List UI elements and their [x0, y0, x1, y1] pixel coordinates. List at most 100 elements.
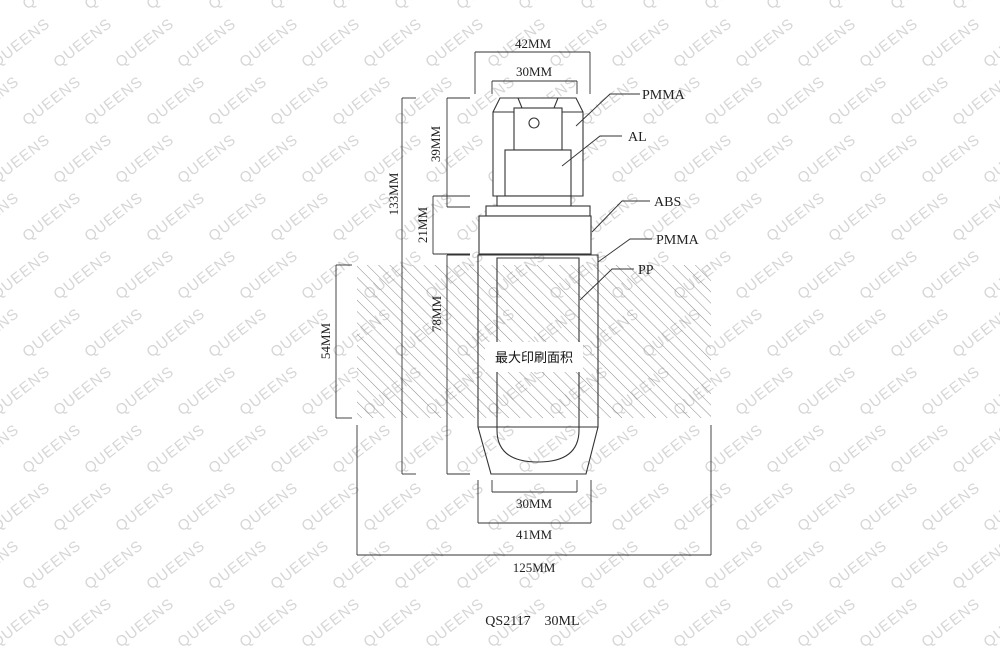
watermark-text: QUEENS: [825, 537, 890, 593]
dim-print-width: 125MM: [513, 560, 556, 575]
watermark-text: QUEENS: [174, 595, 239, 651]
watermark-text: QUEENS: [50, 131, 115, 187]
watermark-text: QUEENS: [825, 305, 890, 361]
watermark-text: QUEENS: [825, 189, 890, 245]
watermark-text: QUEENS: [174, 479, 239, 535]
watermark-text: QUEENS: [949, 73, 1000, 129]
dim-cap-height: 39MM: [428, 126, 443, 163]
watermark-text: QUEENS: [81, 0, 146, 13]
watermark-text: QUEENS: [329, 0, 394, 13]
watermark-text: QUEENS: [794, 595, 859, 651]
dim-top-inner-width: 30MM: [516, 64, 553, 79]
watermark-text: QUEENS: [236, 479, 301, 535]
watermark-text: QUEENS: [19, 537, 84, 593]
watermark-text: QUEENS: [453, 0, 518, 13]
watermark-text: QUEENS: [50, 15, 115, 71]
watermark-text: QUEENS: [0, 421, 22, 477]
watermark-text: QUEENS: [763, 421, 828, 477]
watermark-text: QUEENS: [112, 131, 177, 187]
watermark-text: QUEENS: [143, 0, 208, 13]
watermark-text: QUEENS: [639, 0, 704, 13]
watermark-text: QUEENS: [732, 363, 797, 419]
caption-capacity: 30ML: [545, 614, 580, 629]
watermark-text: QUEENS: [112, 595, 177, 651]
watermark-text: QUEENS: [887, 189, 952, 245]
watermark-text: QUEENS: [112, 479, 177, 535]
watermark-text: QUEENS: [329, 73, 394, 129]
watermark-text: QUEENS: [298, 247, 363, 303]
dim-collar-height: 21MM: [415, 207, 430, 244]
watermark-text: QUEENS: [81, 421, 146, 477]
material-body-outer: PMMA: [656, 233, 700, 248]
watermark-text: QUEENS: [701, 0, 766, 13]
watermark-text: QUEENS: [732, 479, 797, 535]
watermark-text: QUEENS: [236, 595, 301, 651]
watermark-text: QUEENS: [205, 305, 270, 361]
watermark-text: QUEENS: [887, 73, 952, 129]
watermark-text: QUEENS: [856, 15, 921, 71]
watermark-text: QUEENS: [732, 15, 797, 71]
watermark-text: QUEENS: [980, 479, 1000, 535]
watermark-text: QUEENS: [174, 15, 239, 71]
watermark-text: QUEENS: [670, 15, 735, 71]
watermark-text: QUEENS: [794, 247, 859, 303]
watermark-text: QUEENS: [143, 305, 208, 361]
watermark-text: QUEENS: [856, 131, 921, 187]
watermark-text: QUEENS: [267, 73, 332, 129]
watermark-text: QUEENS: [205, 421, 270, 477]
watermark-text: QUEENS: [639, 537, 704, 593]
print-area-hatch: [357, 265, 711, 418]
cap-inner-al: [513, 107, 563, 151]
watermark-text: QUEENS: [794, 479, 859, 535]
abs-collar-top: [496, 195, 572, 207]
watermark-text: QUEENS: [577, 73, 642, 129]
watermark-text: QUEENS: [0, 363, 53, 419]
watermark-text: QUEENS: [918, 363, 983, 419]
watermark-text: QUEENS: [236, 131, 301, 187]
watermark-text: QUEENS: [670, 479, 735, 535]
watermark-text: QUEENS: [453, 537, 518, 593]
watermark-text: QUEENS: [143, 189, 208, 245]
watermark-text: QUEENS: [0, 73, 22, 129]
watermark-text: QUEENS: [732, 595, 797, 651]
watermark-text: QUEENS: [980, 247, 1000, 303]
watermark-text: QUEENS: [112, 363, 177, 419]
watermark-text: QUEENS: [825, 73, 890, 129]
watermark-text: QUEENS: [298, 595, 363, 651]
watermark-text: QUEENS: [980, 595, 1000, 651]
cap-inner-neck: [504, 149, 572, 197]
watermark-text: QUEENS: [918, 479, 983, 535]
watermark-text: QUEENS: [639, 421, 704, 477]
dim-body-height: 78MM: [429, 296, 444, 333]
dim-base-outer-width: 41MM: [516, 527, 553, 542]
watermark-text: QUEENS: [794, 15, 859, 71]
watermark-text: QUEENS: [515, 421, 580, 477]
watermark-text: QUEENS: [825, 0, 890, 13]
watermark-text: QUEENS: [143, 421, 208, 477]
watermark-text: QUEENS: [856, 595, 921, 651]
watermark-text: QUEENS: [81, 305, 146, 361]
watermark-text: QUEENS: [19, 73, 84, 129]
watermark-text: QUEENS: [949, 189, 1000, 245]
watermark-text: QUEENS: [763, 537, 828, 593]
watermark-text: QUEENS: [980, 131, 1000, 187]
watermark-text: QUEENS: [205, 189, 270, 245]
watermark-text: QUEENS: [825, 421, 890, 477]
watermark-text: QUEENS: [856, 247, 921, 303]
cap-hole: [528, 117, 540, 129]
dim-top-outer-width: 42MM: [515, 36, 552, 51]
watermark-text: QUEENS: [546, 15, 611, 71]
watermark-text: QUEENS: [329, 189, 394, 245]
watermark-text: QUEENS: [19, 0, 84, 13]
watermark-text: QUEENS: [81, 189, 146, 245]
dim-print-height: 54MM: [318, 323, 333, 360]
watermark-text: QUEENS: [329, 537, 394, 593]
watermark-text: QUEENS: [794, 363, 859, 419]
watermark-text: QUEENS: [174, 131, 239, 187]
pmma-collar: [478, 215, 592, 255]
watermark-text: QUEENS: [50, 363, 115, 419]
watermark-text: QUEENS: [174, 363, 239, 419]
watermark-text: QUEENS: [112, 15, 177, 71]
watermark-text: QUEENS: [918, 15, 983, 71]
